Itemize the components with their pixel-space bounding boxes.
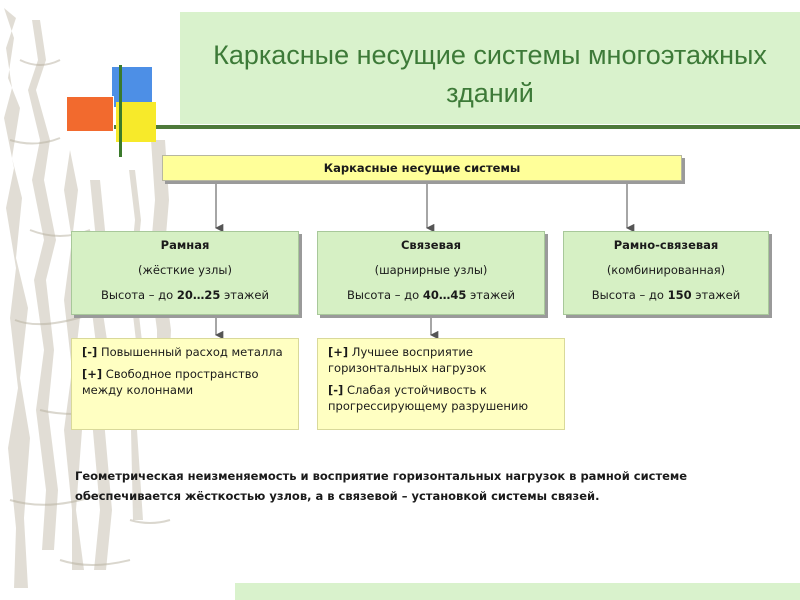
note-item: [-] Слабая устойчивость к прогрессирующе… bbox=[328, 383, 529, 413]
type-name: Связевая bbox=[400, 238, 461, 252]
note-item: [+] Свободное пространство между колонна… bbox=[82, 367, 259, 397]
type-subtitle: (шарнирные узлы) bbox=[374, 263, 488, 277]
type-height: Высота – до 20…25 этажей bbox=[101, 288, 269, 302]
type-name: Рамно-связевая bbox=[613, 238, 719, 252]
logo-blue-square bbox=[112, 67, 152, 107]
type-subtitle: (комбинированная) bbox=[606, 263, 726, 277]
type-box-frame: Рамная (жёсткие узлы) Высота – до 20…25 … bbox=[71, 231, 299, 315]
logo-yellow-square bbox=[116, 102, 156, 142]
type-height: Высота – до 40…45 этажей bbox=[347, 288, 515, 302]
type-height: Высота – до 150 этажей bbox=[591, 288, 741, 302]
header-box: Каркасные несущие системы bbox=[162, 155, 682, 181]
type-box-frame-braced: Рамно-связевая (комбинированная) Высота … bbox=[563, 231, 769, 315]
notes-box-frame: [-] Повышенный расход металла [+] Свобод… bbox=[71, 338, 299, 430]
page-title: Каркасные несущие системы многоэтажных з… bbox=[213, 40, 767, 108]
conclusion-text: Геометрическая неизменяемость и восприят… bbox=[75, 469, 688, 503]
title-underline bbox=[92, 125, 800, 129]
note-item: [+] Лучшее восприятие горизонтальных наг… bbox=[328, 345, 487, 375]
logo-red-square bbox=[66, 96, 114, 132]
logo-vertical-line bbox=[119, 65, 122, 157]
type-name: Рамная bbox=[160, 238, 210, 252]
notes-box-braced: [+] Лучшее восприятие горизонтальных наг… bbox=[317, 338, 565, 430]
bottom-band bbox=[235, 583, 800, 600]
type-subtitle: (жёсткие узлы) bbox=[138, 263, 232, 277]
type-box-braced: Связевая (шарнирные узлы) Высота – до 40… bbox=[317, 231, 545, 315]
note-item: [-] Повышенный расход металла bbox=[82, 345, 283, 359]
title-band bbox=[180, 12, 800, 124]
